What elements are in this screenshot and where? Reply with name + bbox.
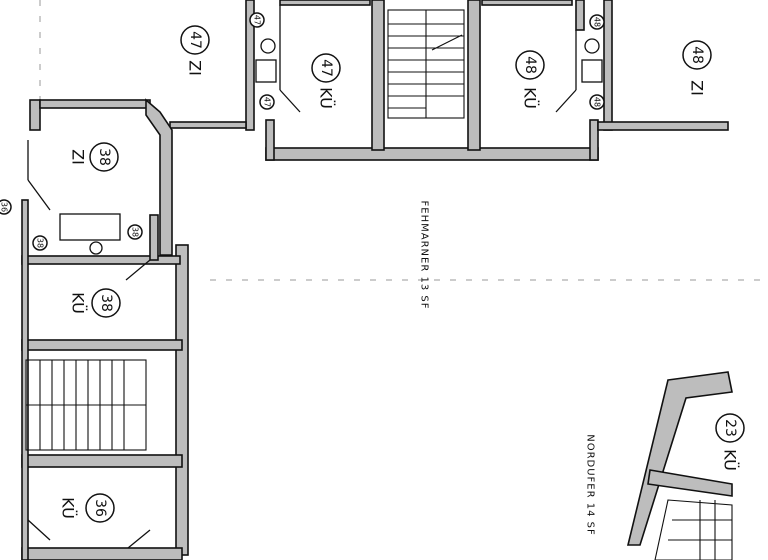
top-stairwell — [387, 9, 465, 119]
room-type: KÜ — [721, 449, 740, 471]
room-number: 23 — [722, 419, 738, 437]
room-47-zi: 47 ZI — [180, 25, 210, 76]
corner-building-walls — [626, 371, 733, 560]
marker-number: 38 — [131, 227, 140, 237]
marker-number: 36 — [0, 202, 9, 212]
street-label-nordufer: NORDUFER 14 SF — [585, 434, 596, 536]
room-23-kue: 23 KÜ — [715, 413, 745, 471]
room-number: 48 — [522, 56, 538, 74]
room-type: ZI — [688, 80, 707, 96]
marker-number: 47 — [253, 15, 262, 25]
room-number: 47 — [187, 31, 203, 49]
room-47-kue: 47 KÜ — [311, 53, 341, 109]
room-38-zi: 38 ZI — [69, 142, 119, 172]
room-number: 48 — [689, 46, 705, 64]
room-type: KÜ — [59, 497, 78, 519]
marker-number: 38 — [36, 238, 45, 248]
room-number: 38 — [98, 294, 114, 312]
left-stairwell — [25, 359, 147, 451]
room-48-kue: 48 KÜ — [515, 50, 545, 109]
top-building-walls — [169, 0, 729, 161]
room-number: 36 — [92, 499, 108, 517]
room-48-zi: 48 ZI — [682, 40, 712, 96]
room-type: KÜ — [521, 87, 540, 109]
small-markers: 47 47 48 48 38 38 36 — [0, 12, 605, 251]
guide-lines — [39, 0, 768, 281]
room-type: KÜ — [69, 292, 88, 314]
marker-number: 48 — [593, 97, 602, 107]
room-36-kue: 36 KÜ — [59, 493, 115, 523]
room-number: 47 — [318, 59, 334, 77]
left-building-walls — [21, 98, 189, 560]
room-type: ZI — [69, 149, 88, 165]
marker-number: 47 — [263, 97, 272, 107]
room-number: 38 — [96, 148, 112, 166]
marker-number: 48 — [593, 17, 602, 27]
room-type: ZI — [186, 60, 205, 76]
room-type: KÜ — [317, 87, 336, 109]
street-label-fehmarner: FEHMARNER 13 SF — [419, 201, 430, 310]
room-38-kue: 38 KÜ — [69, 288, 121, 318]
